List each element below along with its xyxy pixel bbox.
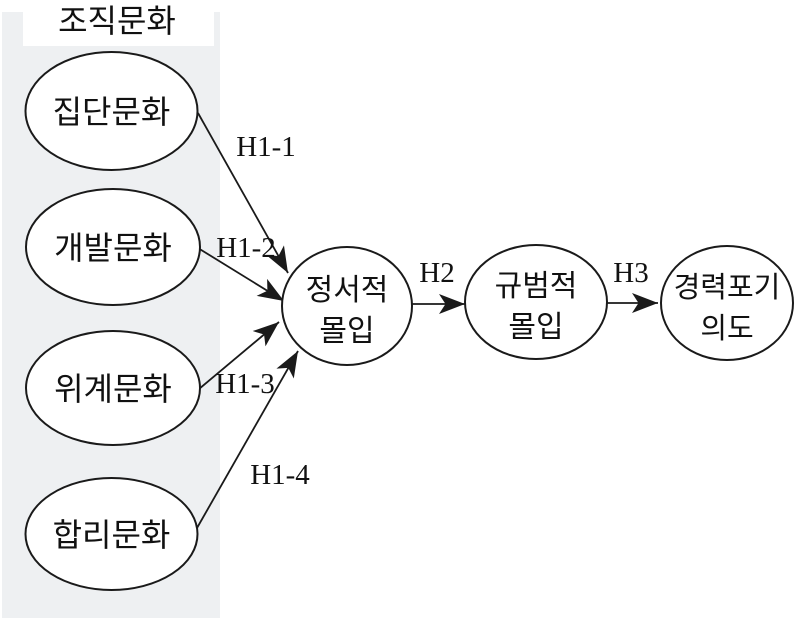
edge-h1-1-arrow: [197, 112, 289, 274]
edge-h1-2-label: H1-2: [216, 232, 276, 264]
edge-h1-4-label: H1-4: [250, 459, 310, 491]
node-affective-commitment: [281, 246, 413, 366]
node-group-culture: [24, 51, 199, 171]
panel-title: 조직문화: [58, 3, 176, 39]
node-group-culture-label: 집단문화: [53, 94, 171, 130]
node-normative-commitment: [464, 244, 608, 360]
edge-h1-3-arrow: [198, 321, 280, 390]
edge-h1-3-label: H1-3: [215, 368, 275, 400]
node-affective-commitment-label-line2: 몰입: [319, 315, 374, 348]
node-affective-commitment-label-line1: 정서적: [306, 274, 389, 307]
edge-h2-label: H2: [419, 257, 454, 289]
node-normative-commitment-label-line2: 몰입: [508, 311, 563, 344]
node-development-culture-label: 개발문화: [54, 230, 172, 266]
edge-h3-label: H3: [613, 257, 648, 289]
node-rational-culture: [24, 477, 199, 591]
node-career-quit-intention-label-line2: 의도: [700, 313, 753, 345]
node-rational-culture-label: 합리문화: [53, 517, 171, 553]
node-career-quit-intention: [660, 245, 794, 361]
edge-h1-2-arrow: [197, 247, 285, 302]
node-career-quit-intention-label-line1: 경력포기: [674, 272, 781, 304]
node-development-culture: [25, 188, 201, 306]
node-hierarchy-culture-label: 위계문화: [54, 371, 172, 407]
edge-h1-1-label: H1-1: [236, 131, 296, 163]
node-normative-commitment-label-line1: 규범적: [495, 270, 578, 303]
edge-h1-4-arrow: [196, 350, 299, 529]
panel-title-box: [23, 0, 214, 46]
node-hierarchy-culture: [25, 330, 201, 446]
